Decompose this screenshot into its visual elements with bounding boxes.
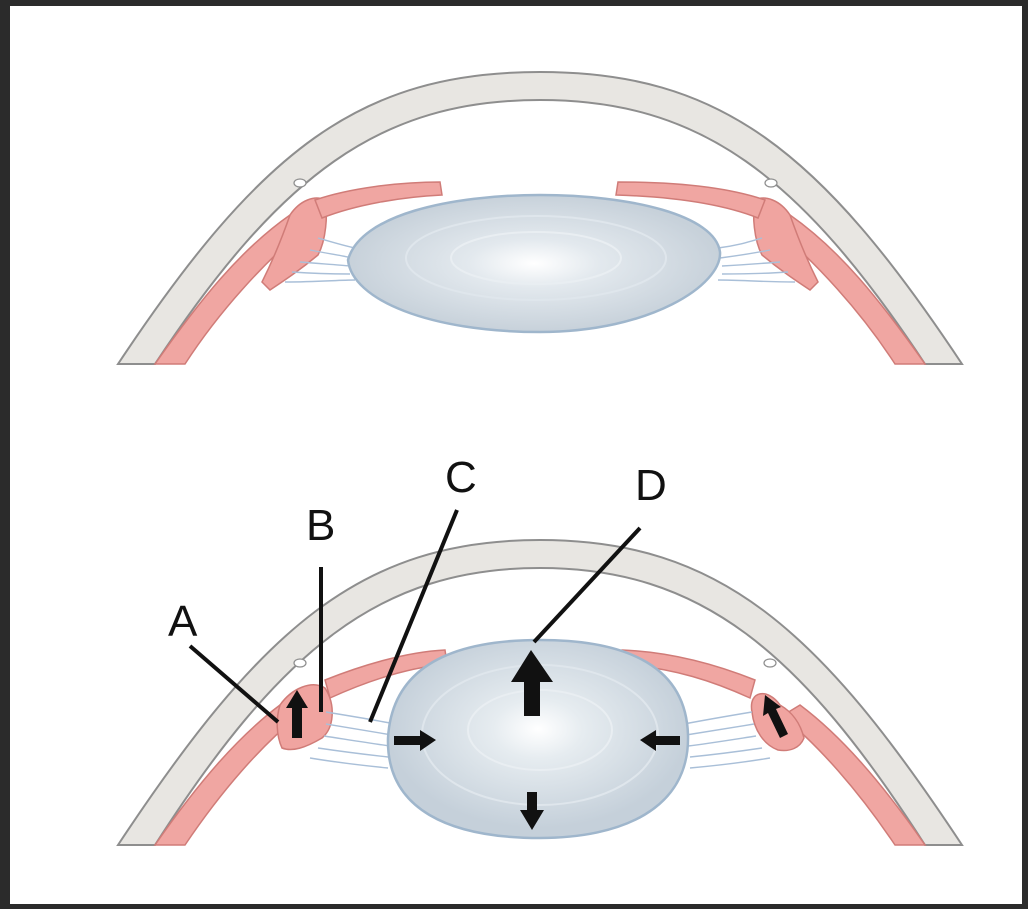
- canal-marker: [294, 659, 306, 667]
- label-b: B: [306, 501, 335, 550]
- label-c: C: [445, 453, 477, 502]
- label-a: A: [168, 597, 198, 646]
- canal-marker: [294, 179, 306, 187]
- label-d: D: [635, 461, 667, 510]
- canal-marker: [765, 179, 777, 187]
- canal-marker: [764, 659, 776, 667]
